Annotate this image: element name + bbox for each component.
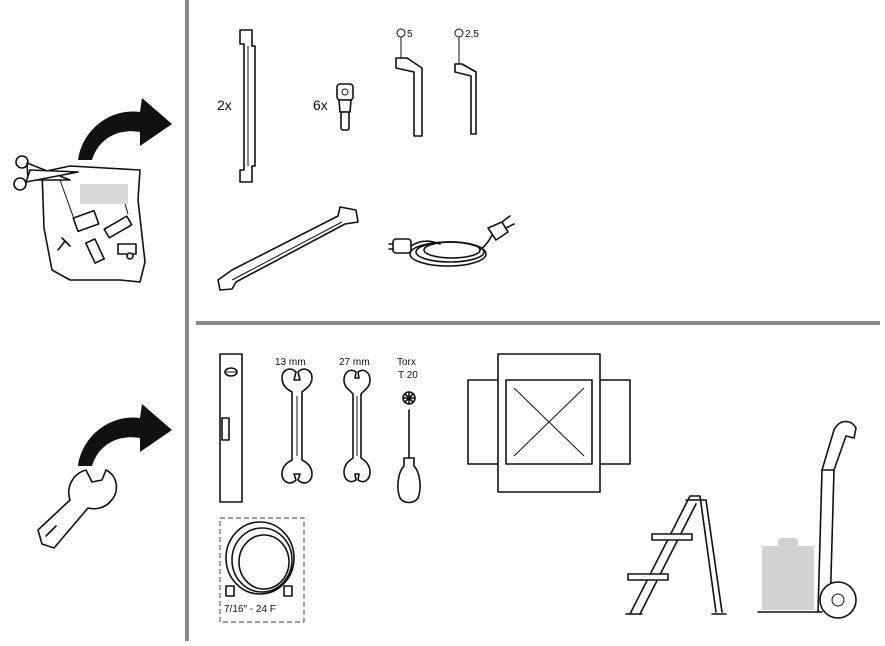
wrench-icon [37,469,118,549]
wrench-27mm-label: 27 mm [339,357,370,368]
handles-quantity: 2x [217,97,232,113]
hand-truck-icon [757,420,857,619]
unpack-bag-icon [13,155,146,283]
step-ladder-icon [625,495,727,615]
power-cord-icon [388,215,515,267]
hex-key-small [454,28,477,135]
curved-arrow-icon [78,98,172,160]
torx-screwdriver-icon [397,391,421,504]
screw-icon [336,83,354,131]
curved-arrow-icon [78,404,172,466]
hex-key-large [395,28,423,137]
wrench-13mm-label: 13 mm [275,357,306,368]
door-handle-vertical [239,29,256,183]
screws-quantity: 6x [313,97,328,113]
hex-key-small-size: 2,5 [465,29,479,40]
torx-label: Torx [397,357,416,368]
torx-size-label: T 20 [398,370,418,381]
cardboard-box-icon [467,353,631,493]
door-handle-horizontal [217,206,359,291]
wrench-13mm-icon [281,368,313,484]
hose-thread-label: 7/16″ - 24 F [224,604,276,615]
spirit-level-icon [219,353,243,503]
hex-key-large-size: 5 [407,29,413,40]
scissors-icon [13,155,79,191]
water-hose-icon [219,517,305,623]
wrench-27mm-icon [343,369,371,483]
